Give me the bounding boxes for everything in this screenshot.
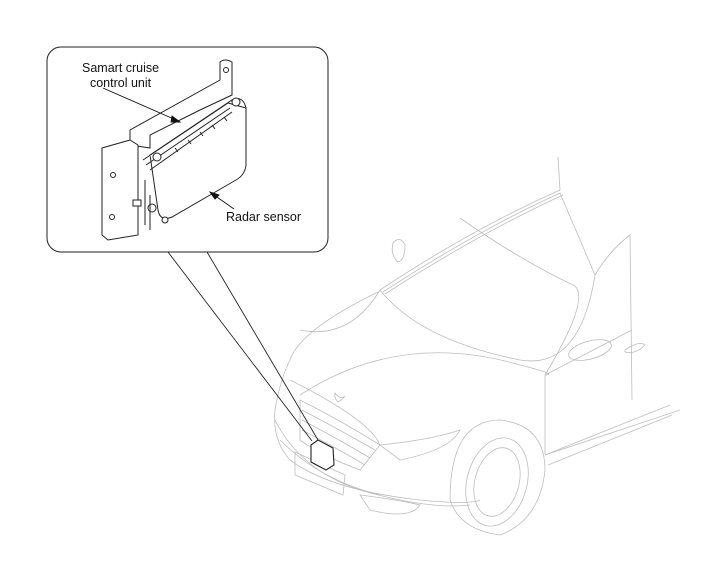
label-control-unit-line1: Samart cruise	[82, 61, 160, 75]
label-control-unit: Samart cruise control unit	[82, 61, 159, 91]
sensor-location-marker	[310, 439, 335, 471]
label-arrows	[102, 87, 235, 210]
car-illustration	[274, 156, 681, 536]
leader-line-right	[206, 251, 319, 441]
label-control-unit-line2: control unit	[89, 76, 152, 90]
leader-line-left	[167, 251, 313, 442]
label-radar-sensor: Radar sensor	[226, 210, 302, 224]
radar-sensor-unit-illustration	[101, 59, 247, 241]
